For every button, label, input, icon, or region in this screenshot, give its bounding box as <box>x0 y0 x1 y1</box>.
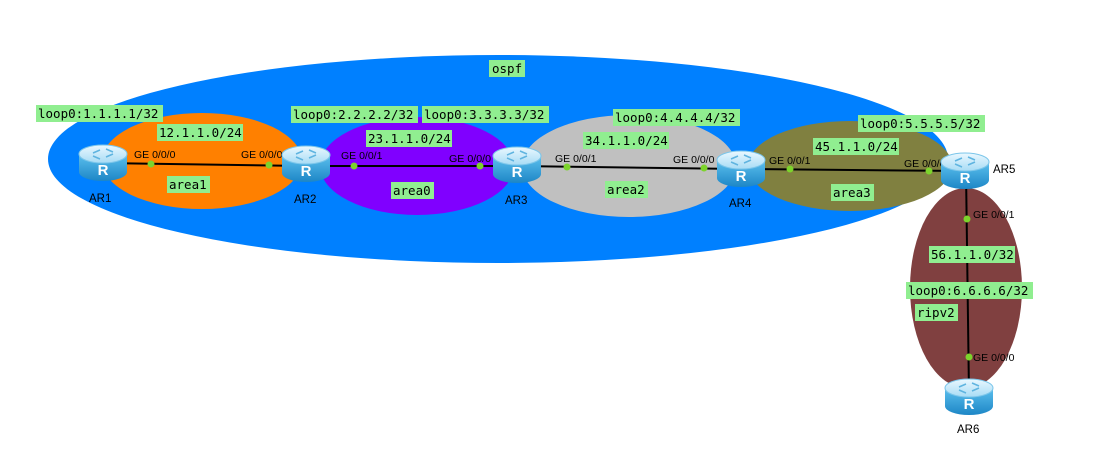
port-label-ar3-ge001: GE 0/0/1 <box>555 153 597 165</box>
port-dot-ar4-ge000 <box>700 164 708 172</box>
port-label-ar5-ge001: GE 0/0/1 <box>973 209 1015 221</box>
port-dot-ar3-ge001 <box>563 163 571 171</box>
loopback-label-ar1: loop0:1.1.1.1/32 <box>38 106 158 121</box>
router-ar2[interactable]: R <box>281 145 331 183</box>
port-label-ar2-ge000: GE 0/0/0 <box>241 149 283 161</box>
port-label-ar3-ge000: GE 0/0/0 <box>449 153 491 165</box>
router-name-ar1: AR1 <box>89 193 111 205</box>
region-label-ospf: ospf <box>492 61 522 76</box>
port-dot-ar1-ge000 <box>147 160 155 168</box>
area2-region <box>522 115 736 217</box>
router-icon-glyph: R <box>964 396 975 413</box>
loopback-label-ar5: loop0:5.5.5.5/32 <box>860 116 980 131</box>
region-label-area0: area0 <box>393 183 431 198</box>
subnet-label-ar2-ar3: 23.1.1.0/24 <box>368 131 451 146</box>
router-name-ar3: AR3 <box>505 195 527 207</box>
port-dot-ar6-ge000 <box>965 353 973 361</box>
port-label-ar2-ge001: GE 0/0/1 <box>341 150 383 162</box>
loopback-label-ar4: loop0:4.4.4.4/32 <box>615 110 735 125</box>
port-dot-ar5-ge000 <box>925 167 933 175</box>
port-label-ar6-ge000: GE 0/0/0 <box>973 352 1015 364</box>
port-dot-ar2-ge000 <box>265 161 273 169</box>
router-icon-glyph: R <box>736 168 747 185</box>
region-label-ripv2: ripv2 <box>917 305 955 320</box>
router-ar3[interactable]: R <box>492 146 542 184</box>
port-dot-ar2-ge001 <box>350 162 358 170</box>
router-icon-glyph: R <box>301 163 312 180</box>
port-dot-ar4-ge001 <box>786 165 794 173</box>
port-label-ar5-ge000: GE 0/0/0 <box>904 158 946 170</box>
region-label-area1: area1 <box>169 177 207 192</box>
loopback-label-ar3: loop0:3.3.3.3/32 <box>424 107 544 122</box>
router-name-ar2: AR2 <box>294 194 316 206</box>
subnet-label-ar5-ar6: 56.1.1.0/32 <box>931 247 1014 262</box>
port-label-ar4-ge001: GE 0/0/1 <box>769 155 811 167</box>
area3-region <box>748 121 952 211</box>
router-ar1[interactable]: R <box>78 144 128 182</box>
subnet-label-ar4-ar5: 45.1.1.0/24 <box>815 139 898 154</box>
area1-region <box>102 113 302 209</box>
router-name-ar6: AR6 <box>957 424 979 436</box>
router-icon-glyph: R <box>512 164 523 181</box>
router-name-ar5: AR5 <box>993 164 1015 176</box>
router-ar6[interactable]: R <box>944 378 994 416</box>
router-icon-glyph: R <box>960 170 971 187</box>
loopback-label-ar2: loop0:2.2.2.2/32 <box>293 107 413 122</box>
loopback-label-ar6: loop0:6.6.6.6/32 <box>908 283 1028 298</box>
region-label-area3: area3 <box>833 185 871 200</box>
port-label-ar1-ge000: GE 0/0/0 <box>134 149 176 161</box>
subnet-label-ar3-ar4: 34.1.1.0/24 <box>585 133 668 148</box>
port-dot-ar5-ge001 <box>963 215 971 223</box>
router-ar4[interactable]: R <box>716 150 766 188</box>
router-icon-glyph: R <box>98 162 109 179</box>
port-label-ar4-ge000: GE 0/0/0 <box>673 154 715 166</box>
router-ar5[interactable]: R <box>940 152 990 190</box>
region-label-area2: area2 <box>607 182 645 197</box>
router-name-ar4: AR4 <box>729 198 752 210</box>
subnet-label-ar1-ar2: 12.1.1.0/24 <box>159 125 242 140</box>
port-dot-ar3-ge000 <box>476 162 484 170</box>
